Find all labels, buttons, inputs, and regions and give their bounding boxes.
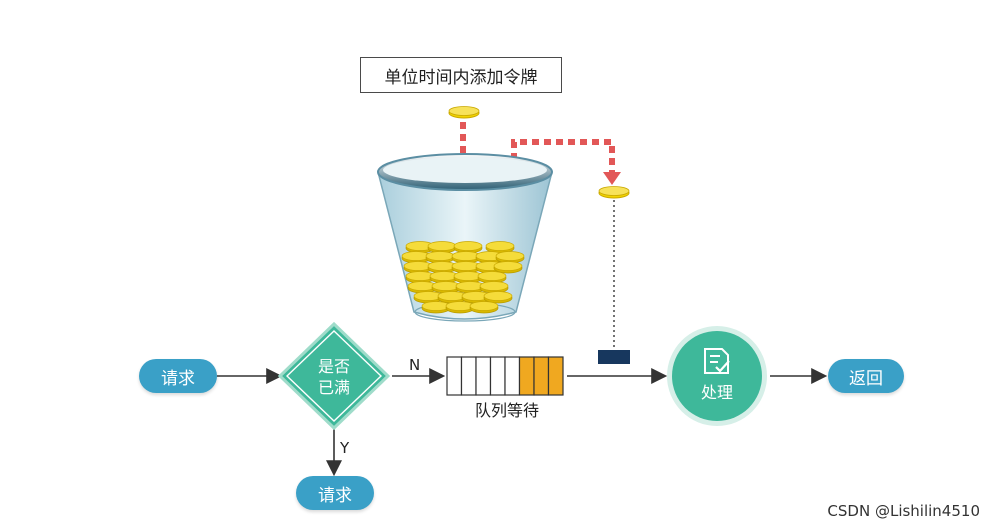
request-bottom-pill: 请求 [296,476,374,510]
queue-cell [460,356,477,396]
decision-diamond: 是否 已满 [277,321,391,431]
watermark: CSDN @Lishilin4510 [827,502,980,520]
decision-line2: 已满 [318,378,350,397]
request-left-pill: 请求 [139,359,217,393]
coin-face [453,241,483,251]
process-node: 处理 [667,326,767,426]
branch-n-label: N [409,356,420,374]
queue-label: 队列等待 [475,401,539,420]
branch-y-label: Y [339,439,350,457]
coin-face [485,241,515,251]
token-block [598,350,630,364]
queue-cell [547,356,564,396]
coin-pile [401,241,525,314]
coin-face [495,251,525,261]
document-check-icon [704,348,730,374]
queue-cell [504,356,521,396]
queue-cell [446,356,463,396]
queue-cell [533,356,550,396]
coin-face [493,261,523,271]
coin-face [477,271,507,281]
coin-face [427,241,457,251]
coin-face [479,281,509,291]
coin-icon [448,106,480,119]
coin-face [469,301,499,311]
return-pill: 返回 [828,359,904,393]
title-box: 单位时间内添加令牌 [360,57,562,93]
coin-face [425,251,455,261]
coin-face [483,291,513,301]
queue-cell [518,356,535,396]
queue-cell [475,356,492,396]
decision-line1: 是否 [318,357,350,376]
queue-cell [489,356,506,396]
queue [446,356,564,396]
coin-icon [598,186,630,199]
flow-arrows [217,368,828,477]
process-label: 处理 [701,383,733,402]
